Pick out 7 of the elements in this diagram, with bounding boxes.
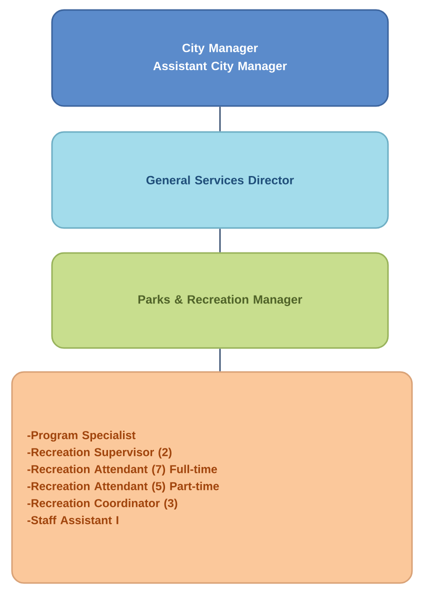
org-box: City Manager Assistant City Manager — [51, 9, 389, 107]
org-box: Parks & Recreation Manager — [51, 252, 389, 349]
connector-line — [219, 348, 221, 372]
connector-line — [219, 106, 221, 132]
org-box: -Program Specialist -Recreation Supervisor (2) -Recreation Attendant (7) Full-time -Recreation Attendant (5) Part-time -Recreation Coordinator (3) -Staff Assistant I — [11, 371, 413, 584]
org-box: General Services Director — [51, 131, 389, 229]
connector-line — [219, 228, 221, 252]
